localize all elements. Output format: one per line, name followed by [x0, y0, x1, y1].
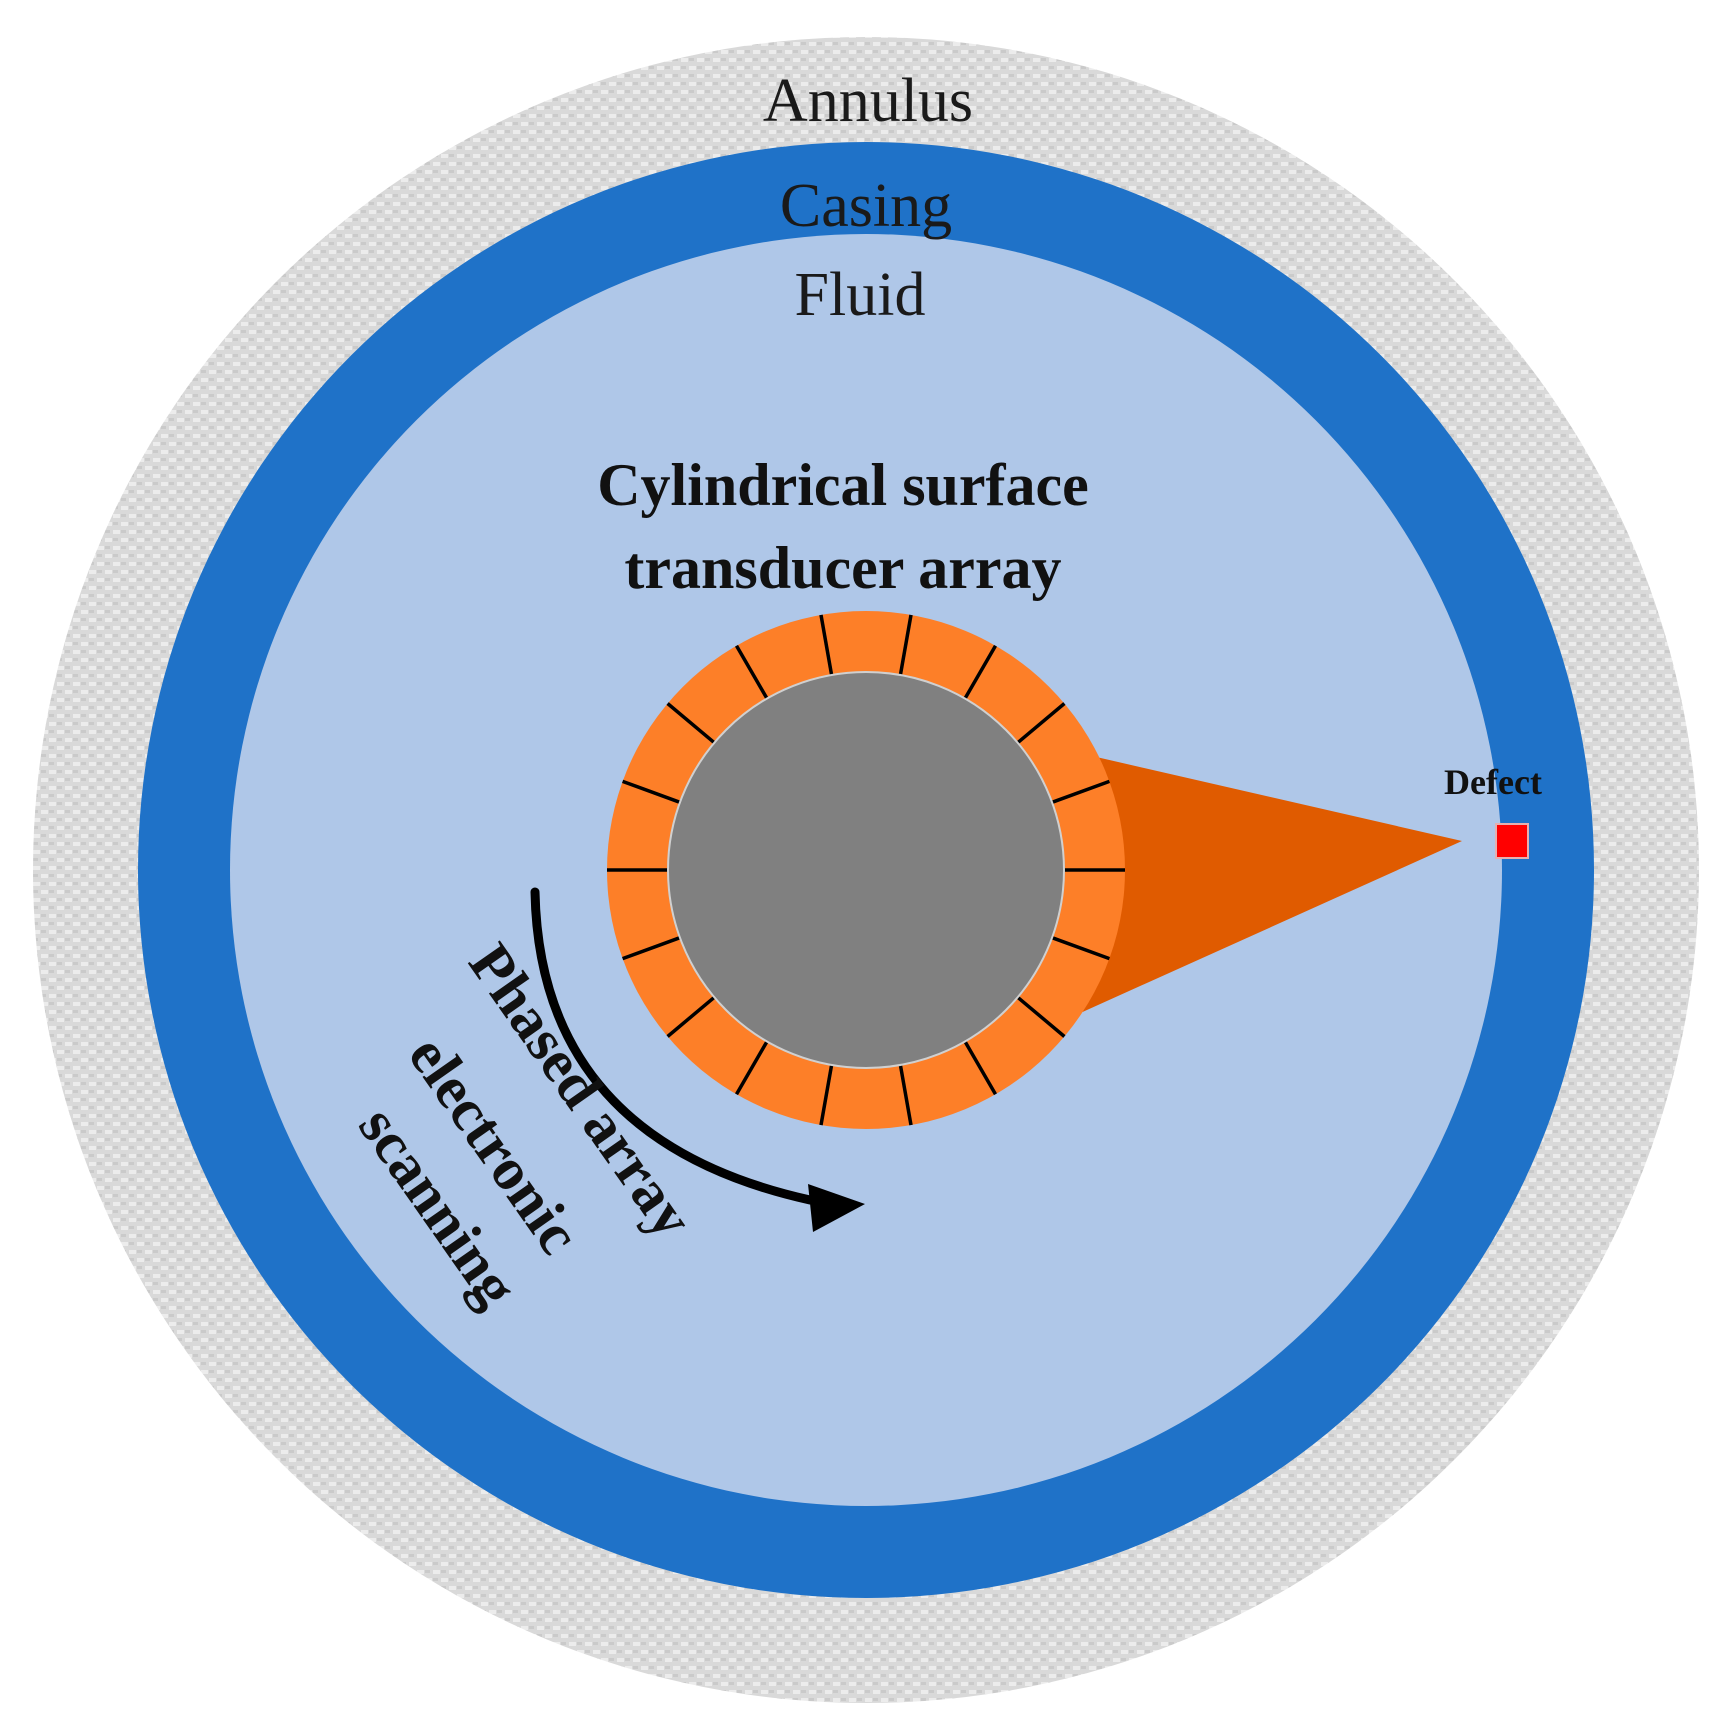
- transducer-element-divider: [622, 779, 681, 804]
- transducer-element-divider: [819, 1064, 834, 1126]
- transducer-element-divider: [1016, 995, 1066, 1038]
- transducer-element-divider: [898, 614, 913, 676]
- transducer-element-divider: [1016, 702, 1066, 745]
- defect-label: Defect: [1444, 762, 1542, 802]
- transducer-element-divider: [1051, 936, 1110, 961]
- transducer-element-divider: [734, 1040, 769, 1096]
- curved-arrow-icon: [530, 887, 865, 1232]
- transducer-element-divider: [963, 644, 998, 700]
- defect-marker: [1495, 823, 1529, 859]
- transducer-element-divider: [666, 702, 716, 745]
- transducer-element-divider: [819, 614, 834, 676]
- acoustic-beam: [1067, 756, 1462, 1019]
- transducer-element-divider: [622, 936, 681, 961]
- tool-core: [667, 671, 1065, 1069]
- transducer-element-dividers: [607, 614, 1125, 1126]
- transducer-element-divider: [898, 1064, 913, 1126]
- casing-label: Casing: [780, 172, 952, 240]
- transducer-element-divider: [1051, 779, 1110, 804]
- fluid-label: Fluid: [795, 261, 926, 329]
- array-label-line1: Cylindrical surface: [597, 452, 1089, 518]
- array-label-line2: transducer array: [624, 535, 1061, 601]
- transducer-element-divider: [666, 995, 716, 1038]
- transducer-element-divider: [963, 1040, 998, 1096]
- transducer-element-divider: [734, 644, 769, 700]
- annulus-label: Annulus: [763, 67, 973, 135]
